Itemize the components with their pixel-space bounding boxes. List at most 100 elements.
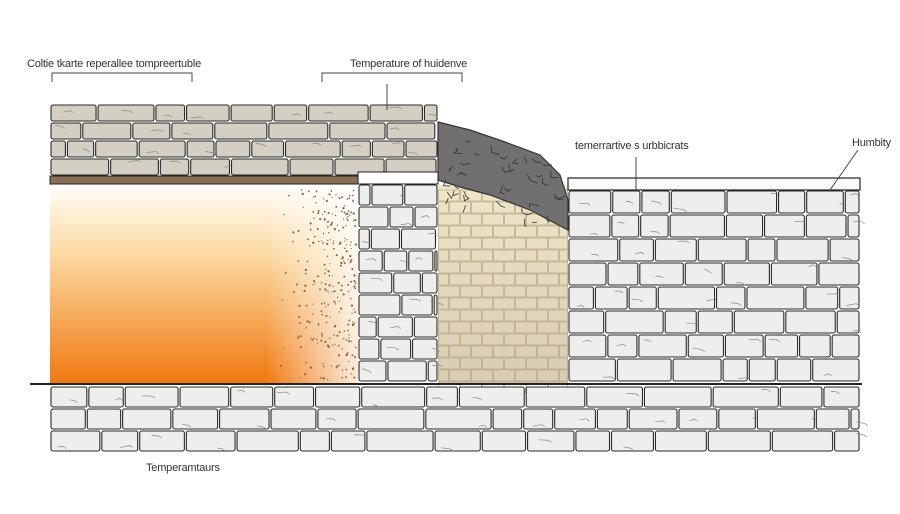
speckle bbox=[323, 218, 326, 221]
speckle bbox=[343, 211, 346, 214]
speckle bbox=[312, 241, 315, 244]
speckle bbox=[315, 338, 318, 341]
speckle bbox=[342, 293, 345, 296]
rock-crack bbox=[452, 150, 462, 155]
speckle bbox=[331, 291, 334, 293]
stone bbox=[568, 310, 605, 334]
rock-crack bbox=[459, 162, 471, 166]
brick bbox=[559, 249, 568, 262]
brick bbox=[460, 261, 482, 274]
brick bbox=[515, 321, 537, 334]
stone bbox=[425, 408, 492, 430]
rock-crack bbox=[460, 172, 467, 176]
speckle bbox=[322, 242, 324, 244]
speckle bbox=[327, 225, 329, 228]
stone-crack bbox=[431, 397, 443, 401]
stone bbox=[50, 140, 66, 158]
speckle bbox=[325, 321, 328, 324]
stone bbox=[358, 184, 371, 206]
stone bbox=[236, 430, 299, 452]
speckle bbox=[336, 297, 339, 299]
brick bbox=[548, 237, 568, 250]
stone bbox=[273, 104, 308, 122]
stone bbox=[607, 262, 639, 286]
speckle bbox=[340, 289, 343, 292]
stone bbox=[527, 430, 575, 452]
stone-crack bbox=[579, 203, 591, 206]
stone bbox=[850, 408, 860, 430]
speckle bbox=[325, 268, 327, 270]
brick bbox=[504, 357, 526, 370]
speckle bbox=[326, 221, 328, 223]
speckle bbox=[317, 209, 320, 212]
stone bbox=[756, 408, 815, 430]
speckle bbox=[310, 337, 313, 339]
stone bbox=[733, 310, 785, 334]
speckle bbox=[320, 302, 323, 305]
speckle bbox=[298, 315, 301, 318]
speckle bbox=[326, 378, 329, 381]
brick bbox=[526, 285, 548, 298]
stone-crack bbox=[163, 114, 172, 118]
rock-crack bbox=[462, 205, 467, 213]
stone bbox=[389, 206, 414, 228]
brick bbox=[460, 285, 482, 298]
stone bbox=[723, 262, 770, 286]
stone bbox=[799, 334, 831, 358]
stone bbox=[413, 316, 438, 338]
speckle bbox=[349, 244, 352, 246]
speckle bbox=[323, 219, 326, 222]
stone bbox=[171, 122, 214, 140]
speckle bbox=[354, 225, 357, 227]
speckle bbox=[334, 303, 337, 305]
brick bbox=[449, 345, 471, 358]
stone-column bbox=[358, 184, 444, 382]
brick bbox=[482, 333, 504, 346]
brick bbox=[526, 309, 548, 322]
stone bbox=[139, 430, 185, 452]
stone-crack bbox=[370, 278, 383, 281]
speckle bbox=[344, 237, 346, 239]
stone bbox=[612, 190, 641, 214]
speckle bbox=[282, 347, 285, 350]
stone-crack bbox=[312, 143, 322, 146]
rock-crack bbox=[499, 184, 505, 195]
speckle bbox=[333, 326, 336, 328]
stone bbox=[805, 286, 839, 310]
speckle bbox=[312, 211, 315, 213]
speckle bbox=[323, 210, 326, 213]
speckle bbox=[331, 275, 333, 277]
speckle bbox=[313, 235, 316, 238]
speckle bbox=[296, 283, 299, 286]
stone-crack bbox=[576, 304, 585, 308]
speckle bbox=[345, 225, 347, 227]
stone bbox=[138, 140, 186, 158]
stone bbox=[358, 294, 401, 316]
speckle bbox=[335, 205, 338, 208]
stone bbox=[215, 140, 251, 158]
brick bbox=[460, 213, 482, 226]
stone-crack bbox=[856, 432, 867, 438]
rock-crack bbox=[521, 208, 523, 213]
speckle bbox=[318, 324, 320, 326]
speckle bbox=[350, 304, 354, 307]
rock-crack bbox=[446, 191, 453, 199]
stone bbox=[405, 140, 438, 158]
rock-crack bbox=[463, 190, 470, 200]
foundation-stone-wall bbox=[50, 386, 869, 452]
stone bbox=[50, 122, 82, 140]
speckle bbox=[317, 212, 320, 215]
stone-crack bbox=[654, 420, 666, 424]
speckle bbox=[342, 256, 344, 259]
speckle bbox=[353, 322, 356, 324]
speckle bbox=[329, 316, 331, 318]
stone-crack bbox=[349, 144, 362, 148]
speckle bbox=[299, 346, 302, 348]
speckle bbox=[329, 239, 331, 241]
speckle bbox=[323, 302, 326, 304]
speckle bbox=[312, 303, 314, 305]
stone-crack bbox=[631, 298, 644, 303]
speckle bbox=[344, 240, 346, 242]
speckle bbox=[313, 217, 315, 220]
speckle bbox=[325, 289, 328, 292]
